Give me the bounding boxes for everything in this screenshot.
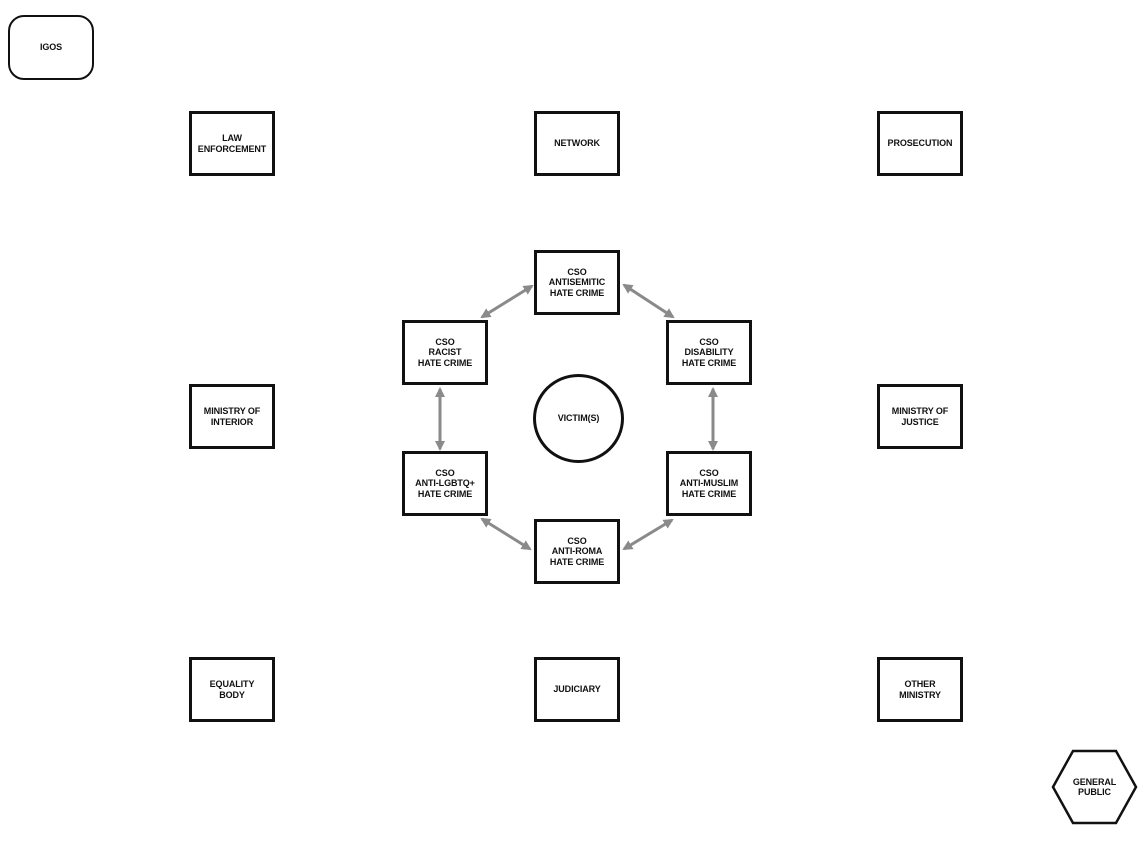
edge-anti-roma-anti-lgbtq [480,517,532,551]
node-victims: VICTIM(S) [533,374,624,463]
node-network: NETWORK [534,111,620,176]
node-igos-label: IGOS [39,42,63,53]
node-ministry-of-interior-label: MINISTRY OF INTERIOR [203,406,261,427]
node-cso-disability: CSO DISABILITY HATE CRIME [666,320,752,385]
edge-antisemitic-disability [622,283,675,319]
node-cso-anti-muslim: CSO ANTI-MUSLIM HATE CRIME [666,451,752,516]
node-ministry-of-justice-label: MINISTRY OF JUSTICE [891,406,949,427]
node-ministry-of-justice: MINISTRY OF JUSTICE [877,384,963,449]
edge-anti-muslim-anti-roma [622,518,674,551]
node-cso-anti-roma: CSO ANTI-ROMA HATE CRIME [534,519,620,584]
node-cso-anti-lgbtq: CSO ANTI-LGBTQ+ HATE CRIME [402,451,488,516]
node-victims-label: VICTIM(S) [557,413,600,424]
node-cso-anti-roma-label: CSO ANTI-ROMA HATE CRIME [549,535,605,567]
hexagon-shape [1051,749,1138,825]
node-law-enforcement: LAW ENFORCEMENT [189,111,275,176]
node-cso-anti-lgbtq-label: CSO ANTI-LGBTQ+ HATE CRIME [415,467,475,499]
edge-racist-antisemitic [480,284,534,319]
node-cso-racist: CSO RACIST HATE CRIME [402,320,488,385]
node-law-enforcement-label: LAW ENFORCEMENT [197,133,267,154]
node-cso-disability-label: CSO DISABILITY HATE CRIME [681,336,737,368]
node-cso-antisemitic: CSO ANTISEMITIC HATE CRIME [534,250,620,315]
node-prosecution: PROSECUTION [877,111,963,176]
node-other-ministry: OTHER MINISTRY [877,657,963,722]
node-equality-body: EQUALITY BODY [189,657,275,722]
node-prosecution-label: PROSECUTION [887,138,953,149]
node-cso-anti-muslim-label: CSO ANTI-MUSLIM HATE CRIME [679,467,739,499]
node-judiciary-label: JUDICIARY [553,684,601,695]
node-igos: IGOS [8,15,94,80]
node-general-public: GENERAL PUBLIC [1051,749,1138,825]
node-cso-antisemitic-label: CSO ANTISEMITIC HATE CRIME [548,266,606,298]
node-ministry-of-interior: MINISTRY OF INTERIOR [189,384,275,449]
node-judiciary: JUDICIARY [534,657,620,722]
node-network-label: NETWORK [554,138,600,149]
node-equality-body-label: EQUALITY BODY [209,679,255,700]
node-general-public-label: GENERAL PUBLIC [1072,776,1117,798]
node-cso-racist-label: CSO RACIST HATE CRIME [417,336,473,368]
node-other-ministry-label: OTHER MINISTRY [899,679,941,700]
